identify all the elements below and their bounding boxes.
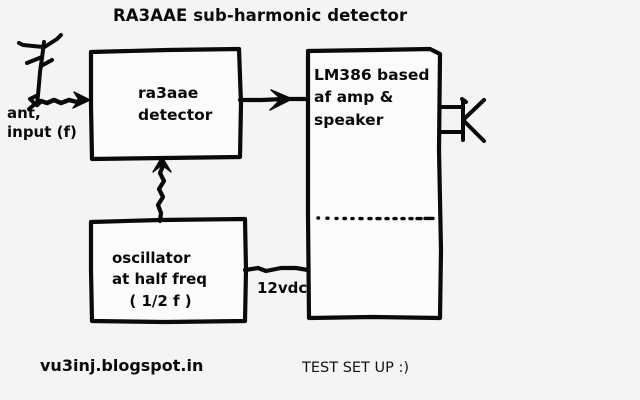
dotted-line-icon — [316, 216, 435, 221]
diagram-title: RA3AAE sub-harmonic detector — [113, 6, 408, 25]
supply-wire — [242, 265, 311, 274]
squiggly-wire-icon — [155, 163, 167, 224]
antenna-icon — [17, 33, 63, 111]
arrow-right-icon — [269, 89, 293, 111]
detector-to-amp-wire — [237, 96, 311, 103]
oscillator-label: oscillator at half freq ( 1/2 f ) — [112, 248, 207, 312]
antenna-feed-arrowhead — [72, 91, 91, 109]
caption-label: TEST SET UP :) — [302, 360, 410, 376]
oscillator-label-line1: oscillator — [112, 249, 191, 267]
speaker-icon — [439, 97, 486, 143]
antenna-feed-wire — [34, 96, 87, 108]
antenna-input-label: ant, input (f) — [7, 104, 77, 141]
oscillator-label-line2: at half freq — [112, 270, 208, 289]
oscillator-label-line3: ( 1/2 f ) — [129, 291, 192, 310]
lm386-amp-box — [305, 46, 444, 321]
credit-label: vu3inj.blogspot.in — [40, 356, 204, 375]
lm386-amp-speaker-label: LM386 based af amp & speaker — [314, 66, 430, 129]
injection-arrowhead — [152, 156, 172, 173]
supply-voltage-label: 12vdc — [257, 279, 308, 297]
ra3aae-detector-box — [88, 46, 244, 162]
ra3aae-detector-label: ra3aae detector — [138, 84, 213, 125]
oscillator-box — [88, 216, 249, 325]
